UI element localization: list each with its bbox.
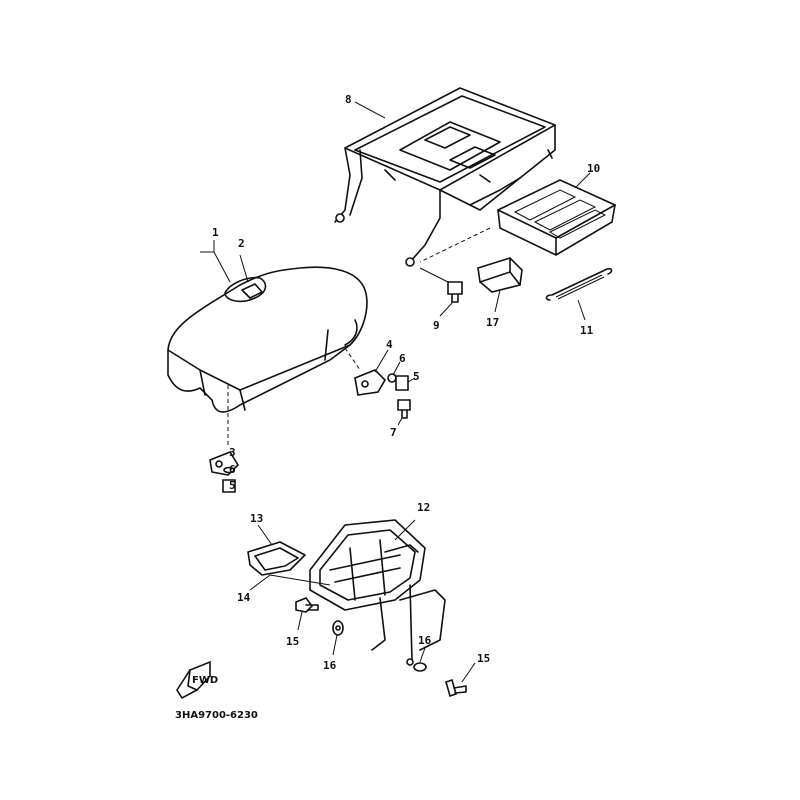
callout-9: 9 [433, 319, 440, 332]
callout-12: 12 [417, 501, 430, 514]
bolt-15-right [445, 662, 476, 698]
carrier-plate-10 [419, 179, 616, 263]
callout-16: 16 [323, 659, 337, 672]
callout-5: 5 [413, 370, 420, 383]
rear-carrier-8 [334, 87, 556, 267]
callout-14: 14 [237, 591, 251, 604]
washer-16-left [332, 620, 344, 656]
callout-1: 1 [212, 226, 219, 239]
washer-16-right [413, 647, 427, 672]
grab-bar-12 [309, 519, 446, 666]
callout-15: 15 [286, 635, 299, 648]
callout-16: 16 [418, 634, 432, 647]
callout-5: 5 [229, 479, 236, 492]
callout-3: 3 [229, 446, 236, 459]
callout-2: 2 [238, 237, 245, 250]
callout-4: 4 [386, 338, 393, 351]
bracket-3 [209, 451, 240, 493]
callout-6: 6 [399, 352, 406, 365]
callout-7: 7 [390, 426, 397, 439]
bracket-13 [247, 524, 331, 591]
cap-17 [477, 257, 523, 293]
bracket-4 [354, 349, 416, 426]
bolt-15-left [295, 597, 319, 631]
spring-11 [545, 267, 613, 301]
fwd-text: FWD [192, 675, 218, 686]
callout-13: 13 [250, 512, 263, 525]
bolt-9 [419, 267, 463, 303]
part-code: 3HA9700-6230 [175, 710, 258, 721]
seat-1 [167, 240, 368, 445]
callout-10: 10 [587, 162, 600, 175]
forward-direction-icon: FWD [176, 660, 218, 700]
callout-8: 8 [345, 93, 352, 106]
callout-17: 17 [486, 316, 499, 329]
callout-11: 11 [580, 324, 594, 337]
callout-15: 15 [477, 652, 490, 665]
callout-6: 6 [229, 463, 236, 476]
